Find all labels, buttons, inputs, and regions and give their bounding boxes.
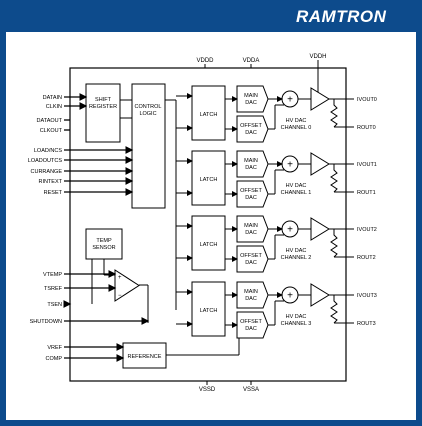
svg-text:+: +	[118, 275, 122, 281]
pin-rout: ROUT3	[357, 321, 376, 327]
pin-ivout: IVOUT2	[357, 227, 377, 233]
plus-sign: +	[287, 95, 293, 106]
channel-label-2: CHANNEL 1	[281, 190, 312, 196]
pin-currange: CURRANGE	[31, 169, 63, 175]
latch-block	[191, 150, 226, 206]
pin-rintext: RINTEXT	[38, 179, 62, 185]
pin-clkin: CLKIN	[46, 104, 62, 110]
pin-ivout: IVOUT0	[357, 97, 377, 103]
channel-label-2: CHANNEL 0	[281, 125, 312, 131]
reference-label: REFERENCE	[128, 354, 162, 360]
offset-dac-label-2: DAC	[245, 130, 257, 136]
pin-clkout: CLKOUT	[40, 128, 63, 134]
pin-vdda: VDDA	[243, 58, 260, 64]
main-dac-label-2: DAC	[245, 296, 257, 302]
main-dac-label-1: MAIN	[244, 223, 258, 229]
plus-sign: +	[287, 291, 293, 302]
offset-dac-block	[236, 245, 269, 273]
channel-label-1: HV DAC	[286, 118, 307, 124]
latch-label: LATCH	[200, 308, 218, 314]
main-dac-block	[236, 281, 269, 309]
pin-comp: COMP	[46, 356, 63, 362]
temp-sensor-label-1: TEMP	[96, 238, 112, 244]
pin-tsen: TSEN	[47, 302, 62, 308]
latch-label: LATCH	[200, 242, 218, 248]
main-dac-label-1: MAIN	[244, 289, 258, 295]
offset-dac-label-1: OFFSET	[240, 319, 262, 325]
main-dac-label-1: MAIN	[244, 158, 258, 164]
shift-register-label-1: SHIFT	[95, 97, 112, 103]
main-dac-block	[236, 215, 269, 243]
pin-loadoutcs: LOADOUTCS	[28, 158, 63, 164]
shift-register-label-2: REGISTER	[89, 104, 117, 110]
channel-label-1: HV DAC	[286, 248, 307, 254]
main-dac-block	[236, 85, 269, 113]
main-dac-label-2: DAC	[245, 100, 257, 106]
main-dac-label-1: MAIN	[244, 93, 258, 99]
channel-label-1: HV DAC	[286, 183, 307, 189]
pin-rout: ROUT0	[357, 125, 376, 131]
offset-dac-label-1: OFFSET	[240, 188, 262, 194]
channel-label-1: HV DAC	[286, 314, 307, 320]
offset-dac-block	[236, 180, 269, 208]
output-resistor	[330, 99, 338, 128]
output-resistor	[330, 229, 338, 258]
offset-dac-label-1: OFFSET	[240, 253, 262, 259]
latch-label: LATCH	[200, 177, 218, 183]
pin-shutdown: SHUTDOWN	[30, 319, 62, 325]
offset-dac-label-2: DAC	[245, 195, 257, 201]
pin-vddd: VDDD	[196, 58, 214, 64]
pin-tsref: TSREF	[44, 286, 63, 292]
channel-label-2: CHANNEL 2	[281, 255, 312, 261]
pin-vddh: VDDH	[309, 54, 326, 60]
offset-dac-label-2: DAC	[245, 326, 257, 332]
left-pin-lines: DATAIN CLKIN DATAOUT CLKOUT LOAD/NCS LOADOUTC…	[28, 93, 150, 362]
shift-register-block	[85, 83, 121, 143]
temp-sensor-label-2: SENSOR	[92, 245, 115, 251]
control-logic-block	[131, 83, 166, 209]
pin-dataout: DATAOUT	[37, 118, 63, 124]
output-resistor	[330, 295, 338, 324]
latch-label: LATCH	[200, 112, 218, 118]
offset-dac-label-1: OFFSET	[240, 123, 262, 129]
pin-reset: RESET	[44, 190, 63, 196]
pin-vssd: VSSD	[199, 387, 216, 393]
output-resistor	[330, 164, 338, 193]
control-logic-label-2: LOGIC	[139, 111, 156, 117]
latch-block	[191, 85, 226, 141]
main-dac-label-2: DAC	[245, 230, 257, 236]
pin-ivout: IVOUT1	[357, 162, 377, 168]
channel-label-2: CHANNEL 3	[281, 321, 312, 327]
latch-block	[191, 215, 226, 271]
main-dac-label-2: DAC	[245, 165, 257, 171]
pin-ivout: IVOUT3	[357, 293, 377, 299]
plus-sign: +	[287, 160, 293, 171]
offset-dac-block	[236, 311, 269, 339]
pin-datain: DATAIN	[43, 95, 62, 101]
pin-vref: VREF	[47, 345, 62, 351]
ramtron-logo: RAMTRON	[296, 7, 387, 26]
svg-text:−: −	[118, 293, 122, 299]
main-dac-block	[236, 150, 269, 178]
pin-rout: ROUT1	[357, 190, 376, 196]
pin-rout: ROUT2	[357, 255, 376, 261]
pin-vssa: VSSA	[243, 387, 259, 393]
plus-sign: +	[287, 225, 293, 236]
pin-loadncs: LOAD/NCS	[34, 148, 62, 154]
pin-vtemp: VTEMP	[43, 272, 62, 278]
offset-dac-block	[236, 115, 269, 143]
temp-sensor-block	[85, 228, 123, 260]
latch-block	[191, 281, 226, 337]
offset-dac-label-2: DAC	[245, 260, 257, 266]
control-logic-label-1: CONTROL	[135, 104, 162, 110]
